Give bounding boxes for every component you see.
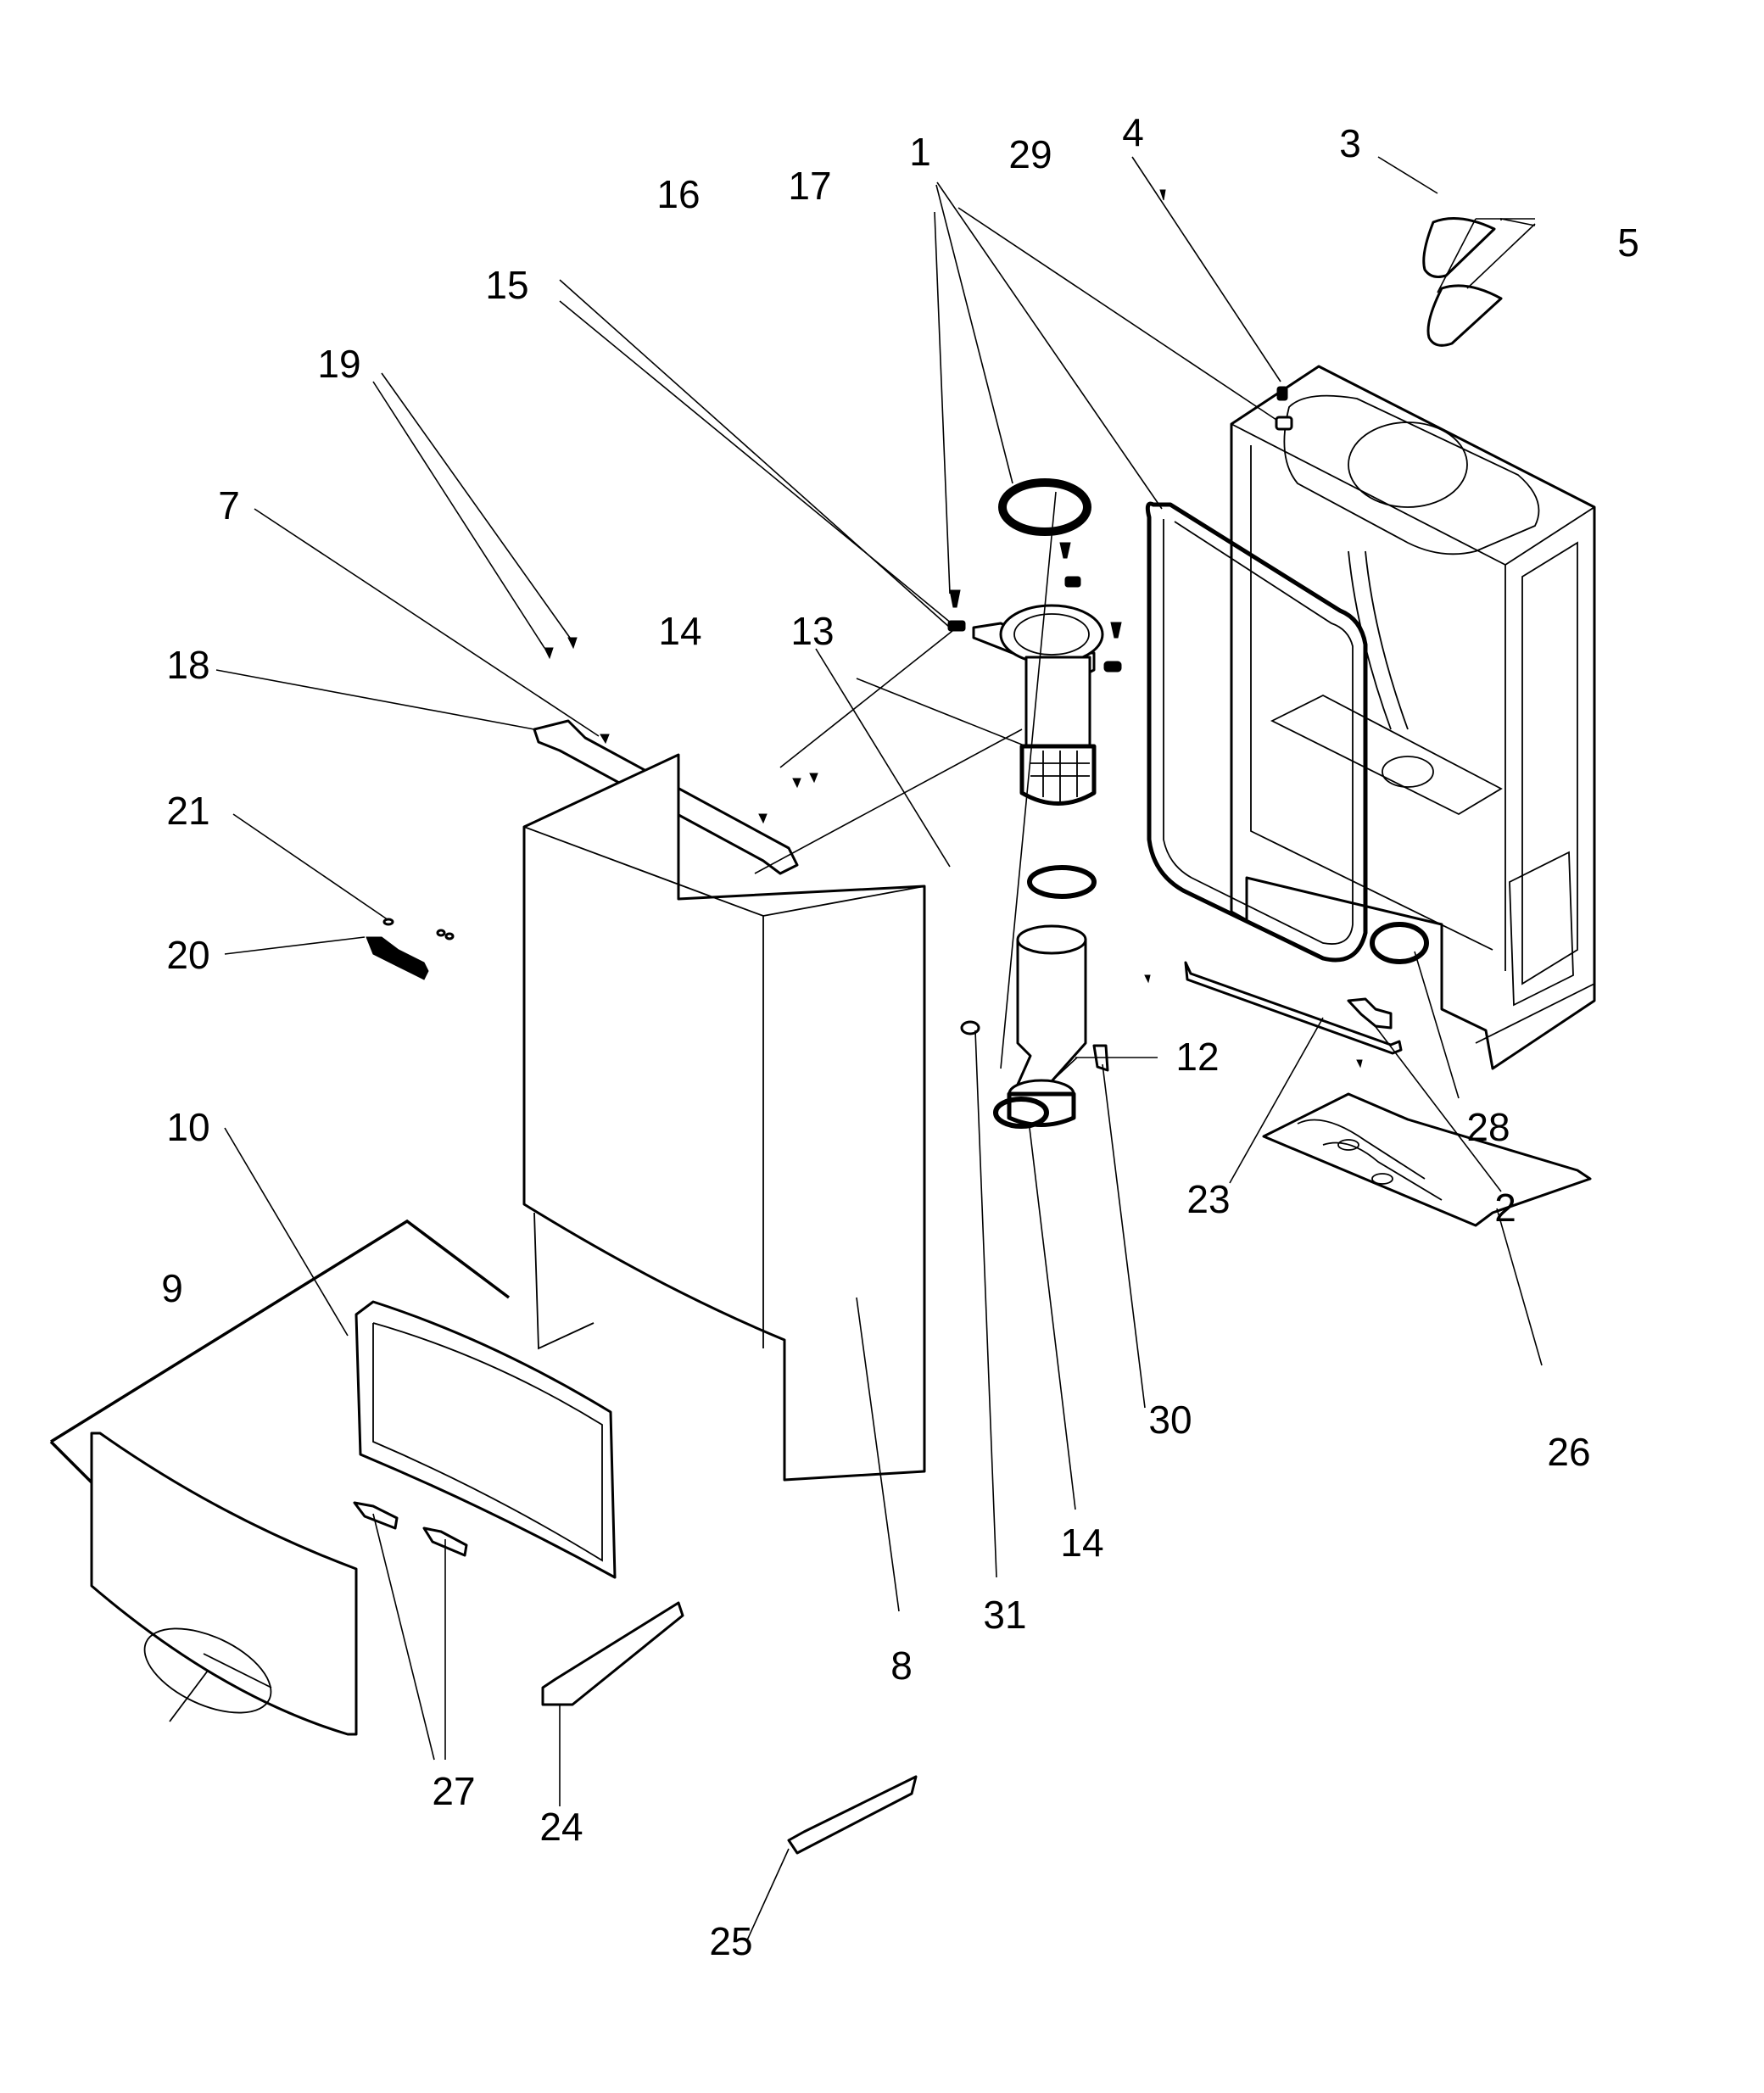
callout-17: 17 [788,164,831,208]
callout-29: 29 [1008,132,1052,176]
part-16-screw [949,589,961,608]
callout-26: 26 [1547,1430,1590,1474]
part-17-gasket-ring [998,478,1091,536]
part-19-screw-b [567,637,578,650]
part-7-screw [600,734,610,745]
callout-19: 19 [317,342,360,386]
callout-2: 2 [1494,1186,1516,1230]
front-door-panel [90,1432,358,1736]
callout-4: 4 [1122,110,1144,154]
part-10-bezel-frame [354,1300,617,1579]
callout-16: 16 [656,172,700,216]
part-26-base-tray [1262,1092,1592,1227]
part-20-gasket-strip [366,936,429,980]
boiler-chassis [1230,365,1596,1070]
callout-20: 20 [166,933,209,977]
callout-27: 27 [432,1769,475,1813]
part-28-seal-ring [1370,922,1429,964]
callout-7: 7 [218,483,240,527]
part-8-front-case [522,753,926,1482]
callout-30: 30 [1148,1398,1192,1442]
callout-18: 18 [166,643,209,687]
callout-31: 31 [983,1593,1026,1637]
callout-14-upper: 14 [658,609,701,653]
callout-3: 3 [1339,121,1361,165]
part-23-rail [1184,961,1403,1055]
callout-10: 10 [166,1105,209,1149]
callout-12: 12 [1175,1035,1219,1079]
part-29-bracket [1275,416,1293,431]
part-5-cover-lower [1426,284,1503,347]
part-14-lower-seal [993,1097,1049,1129]
part-13-burner-fan [972,604,1104,806]
part-5-cover-upper [1422,217,1496,278]
callout-23: 23 [1186,1177,1230,1221]
part-27-hinge-a [353,1501,399,1530]
part-9-bracket-outline [50,1219,511,1443]
callout-24: 24 [539,1805,583,1849]
callout-5: 5 [1617,220,1639,265]
callout-28: 28 [1466,1105,1510,1149]
part-19-screw-a [544,647,554,660]
callout-9: 9 [161,1266,183,1310]
part-12-flue-adaptor [1007,924,1087,1127]
part-24-side-rail [541,1601,684,1706]
part-4-clip [1276,386,1288,401]
part-2-clip [1347,997,1393,1030]
callout-1: 1 [909,130,931,174]
part-21-grommet [382,918,394,926]
callout-14-lower: 14 [1060,1521,1103,1565]
leader-lines [215,156,1543,1943]
callout-13: 13 [790,609,834,653]
part-14-upper-seal [1027,865,1097,899]
callout-25: 25 [709,1919,752,1963]
part-3-screw [1159,189,1166,201]
part-25-side-rail [787,1775,918,1855]
callout-21: 21 [166,789,209,833]
callout-15: 15 [485,263,528,307]
part-1-seal-frame [1145,501,1368,963]
callout-8: 8 [890,1644,913,1688]
part-31-plug [960,1020,980,1035]
